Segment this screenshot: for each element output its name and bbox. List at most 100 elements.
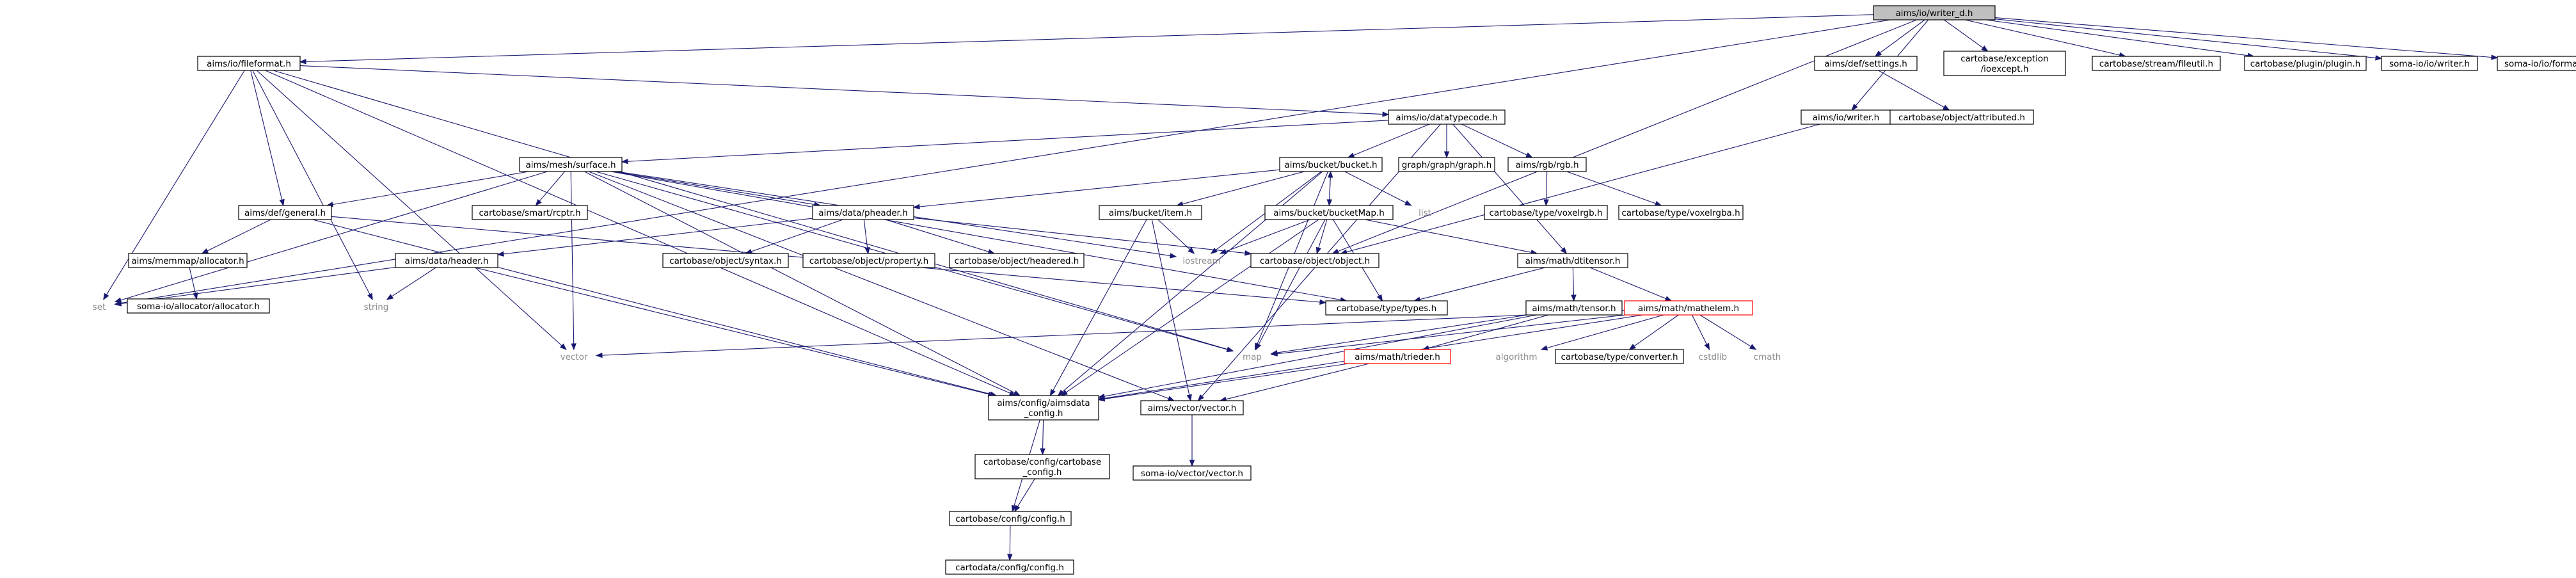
file-nodes: aims/io/writer_d.h aims/io/fileformat.h ai… <box>93 5 2576 575</box>
node-settings[interactable]: aims/def/settings.h <box>1814 56 1918 71</box>
node-somavector[interactable]: soma-io/vector/vector.h <box>1133 465 1252 481</box>
node-rgb[interactable]: aims/rgb/rgb.h <box>1507 157 1587 172</box>
node-label: cartobase/object/property.h <box>809 256 928 266</box>
edge-pheader-to-object <box>913 217 1252 256</box>
node-label: cartobase/object/syntax.h <box>669 256 782 266</box>
node-label: iostream <box>1182 256 1220 266</box>
edge-surface-to-set <box>114 171 548 303</box>
node-label: aims/memmap/allocator.h <box>131 256 244 266</box>
node-header[interactable]: aims/data/header.h <box>395 253 498 268</box>
edge-bucketmap-to-object <box>1316 219 1328 255</box>
node-bucketmap[interactable]: aims/bucket/bucketMap.h <box>1264 205 1394 220</box>
edge-bucket-to-pheader <box>912 169 1280 210</box>
node-map: map <box>1243 352 1262 362</box>
node-iostream: iostream <box>1182 256 1220 266</box>
node-label: aims/mesh/surface.h <box>525 160 616 170</box>
edge-item-to-vectorh <box>1151 219 1192 402</box>
node-syntax[interactable]: cartobase/object/syntax.h <box>662 253 789 268</box>
edge-bucketmap-to-aimsdata <box>1060 219 1319 396</box>
node-voxelrgba[interactable]: cartobase/type/voxelrgba.h <box>1618 205 1744 220</box>
edge-fileformat-to-vector <box>256 70 567 350</box>
node-surface[interactable]: aims/mesh/surface.h <box>519 157 623 172</box>
node-cstdlib: cstdlib <box>1699 352 1727 362</box>
edge-mathelem-to-cstdlib <box>1692 314 1710 351</box>
node-label: cartodata/config/config.h <box>955 563 1064 573</box>
edge-datatypecode-to-surface <box>621 120 1389 165</box>
node-object[interactable]: cartobase/object/object.h <box>1250 253 1379 268</box>
node-item[interactable]: aims/bucket/item.h <box>1099 205 1202 220</box>
edge-bucketmap-to-dtitensor <box>1364 219 1538 255</box>
node-formatdict[interactable]: soma-io/io/formatdictionary.h <box>2497 56 2576 71</box>
node-label: aims/io/writer.h <box>1813 113 1879 123</box>
node-rcptr[interactable]: cartobase/smart/rcptr.h <box>472 205 588 220</box>
edge-bucket-to-item <box>1176 171 1305 207</box>
edge-datatypecode-to-graph <box>1443 124 1450 159</box>
node-string: string <box>364 302 389 312</box>
node-root[interactable]: aims/io/writer_d.h <box>1873 5 1996 20</box>
edge-header-to-aimsdata <box>475 267 996 397</box>
node-label: cartobase/stream/fileutil.h <box>2099 59 2213 69</box>
node-label: cartobase/plugin/plugin.h <box>2250 59 2360 69</box>
node-label: aims/io/writer_d.h <box>1896 8 1973 19</box>
node-aimsdata[interactable]: aims/config/aimsdata_config.h <box>988 395 1099 421</box>
edge-trieder-to-aimsdata <box>1097 363 1349 402</box>
edge-mathelem-to-algorithm <box>1540 314 1664 351</box>
edge-dtitensor-to-mathelem <box>1589 267 1673 301</box>
node-aimswriter[interactable]: aims/io/writer.h <box>1801 109 1891 125</box>
node-pheader[interactable]: aims/data/pheader.h <box>812 205 914 220</box>
node-mathelem[interactable]: aims/math/mathelem.h <box>1624 300 1753 316</box>
node-headered[interactable]: cartobase/object/headered.h <box>949 253 1085 268</box>
edge-bucketmap-to-iostream <box>1219 219 1310 254</box>
edge-aimswriter-to-object <box>1340 124 1820 255</box>
node-fileformat[interactable]: aims/io/fileformat.h <box>197 56 301 71</box>
edge-rgb-to-voxelrgb <box>1543 171 1549 207</box>
node-cartodata[interactable]: cartodata/config/config.h <box>945 559 1074 575</box>
node-datatypecode[interactable]: aims/io/datatypecode.h <box>1388 109 1506 125</box>
node-graph[interactable]: graph/graph/graph.h <box>1398 157 1495 172</box>
node-label: soma-io/vector/vector.h <box>1141 469 1243 479</box>
edge-mathelem-to-converter <box>1628 314 1679 350</box>
node-label: aims/def/settings.h <box>1824 59 1907 69</box>
node-label: cartobase/type/voxelrgb.h <box>1490 208 1603 218</box>
node-label: cartobase/object/object.h <box>1260 256 1370 266</box>
edge-root-to-settings <box>1874 19 1925 57</box>
node-label: cartobase/object/headered.h <box>955 256 1079 266</box>
node-property[interactable]: cartobase/object/property.h <box>802 253 935 268</box>
node-somawriter[interactable]: soma-io/io/writer.h <box>2381 56 2478 71</box>
node-attributed[interactable]: cartobase/object/attributed.h <box>1889 109 2034 125</box>
edge-header-to-set <box>114 267 396 307</box>
node-label: map <box>1243 352 1262 362</box>
node-voxelrgb[interactable]: cartobase/type/voxelrgb.h <box>1484 205 1608 220</box>
edge-tensor-to-aimsdata <box>1097 314 1537 399</box>
node-memmap[interactable]: aims/memmap/allocator.h <box>128 253 248 268</box>
node-plugin[interactable]: cartobase/plugin/plugin.h <box>2244 56 2367 71</box>
node-general[interactable]: aims/def/general.h <box>238 205 332 220</box>
node-fileutil[interactable]: cartobase/stream/fileutil.h <box>2092 56 2221 71</box>
edge-datatypecode-to-bucket <box>1347 124 1430 158</box>
node-label: cartobase/config/config.h <box>955 514 1065 524</box>
node-types[interactable]: cartobase/type/types.h <box>1325 300 1448 316</box>
node-vectorh[interactable]: aims/vector/vector.h <box>1140 400 1244 415</box>
node-label: aims/math/mathelem.h <box>1638 303 1739 314</box>
edge-surface-to-general <box>326 171 529 207</box>
node-label: aims/bucket/bucket.h <box>1284 160 1377 170</box>
edge-config-to-cartodata <box>1007 525 1013 561</box>
node-tensor[interactable]: aims/math/tensor.h <box>1525 300 1623 316</box>
node-algorithm: algorithm <box>1495 352 1537 362</box>
node-somaalloc[interactable]: soma-io/allocator/allocator.h <box>127 298 270 314</box>
node-cartoconf[interactable]: cartobase/config/cartobase_config.h <box>974 454 1110 479</box>
edge-tensor-to-map <box>1270 314 1528 356</box>
node-converter[interactable]: cartobase/type/converter.h <box>1555 349 1684 364</box>
node-ioexcept[interactable]: cartobase/exception/ioexcept.h <box>1943 51 2066 76</box>
node-label: aims/data/pheader.h <box>818 208 907 218</box>
node-label: cartobase/type/voxelrgba.h <box>1621 208 1740 218</box>
node-label: aims/def/general.h <box>244 208 326 218</box>
node-label: aims/bucket/bucketMap.h <box>1273 208 1385 218</box>
node-config[interactable]: cartobase/config/config.h <box>949 511 1072 526</box>
node-label: aims/math/trieder.h <box>1355 352 1440 362</box>
node-bucket[interactable]: aims/bucket/bucket.h <box>1279 157 1383 172</box>
node-trieder[interactable]: aims/math/trieder.h <box>1344 349 1451 364</box>
edge-general-to-memmap <box>201 219 271 254</box>
node-dtitensor[interactable]: aims/math/dtitensor.h <box>1517 253 1628 268</box>
node-label: cartobase/object/attributed.h <box>1898 113 2025 123</box>
